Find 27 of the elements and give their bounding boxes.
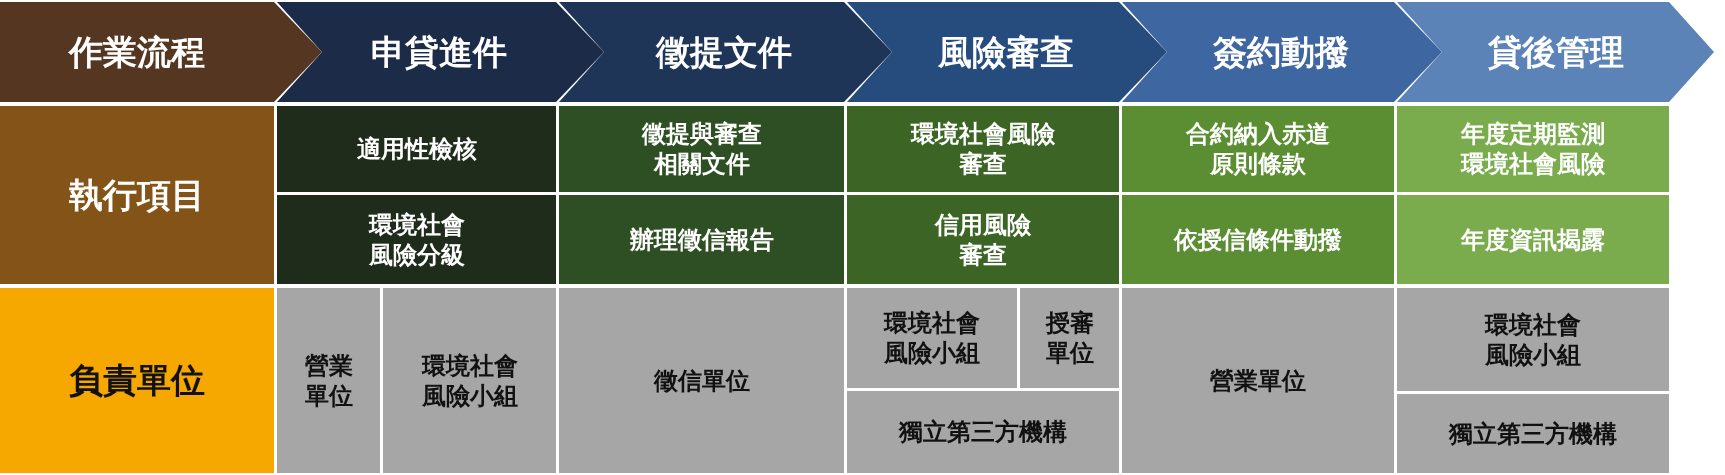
chevron-arrow (274, 2, 322, 102)
table-cell: 環境社會風險小組 (847, 288, 1017, 388)
chevron-arrow (1119, 2, 1167, 102)
table-cell: 授審單位 (1020, 288, 1119, 388)
table-cell: 信用風險審查 (847, 195, 1119, 284)
table-cell: 辦理徵信報告 (559, 195, 844, 284)
row-header-cell: 負責單位 (0, 288, 274, 473)
table-cell: 適用性檢核 (277, 106, 556, 192)
chevron-arrow (1394, 2, 1442, 102)
table-cell: 環境社會風險小組 (383, 288, 556, 473)
table-cell: 營業單位 (277, 288, 380, 473)
table-cell: 營業單位 (1122, 288, 1394, 473)
table-cell: 徵信單位 (559, 288, 844, 473)
table-cell: 獨立第三方機構 (1397, 394, 1669, 473)
table-cell: 環境社會風險審查 (847, 106, 1119, 192)
table-cell: 年度資訊揭露 (1397, 195, 1669, 284)
table-cell: 年度定期監測環境社會風險 (1397, 106, 1669, 192)
chevron-arrow (844, 2, 892, 102)
chevron-arrow (1669, 2, 1714, 102)
table-cell: 環境社會風險分級 (277, 195, 556, 284)
table-cell: 環境社會風險小組 (1397, 288, 1669, 391)
table-cell: 合約納入赤道原則條款 (1122, 106, 1394, 192)
table-cell: 依授信條件動撥 (1122, 195, 1394, 284)
table-cell: 獨立第三方機構 (847, 391, 1119, 473)
table-cell: 徵提與審查相關文件 (559, 106, 844, 192)
chevron-arrow (556, 2, 604, 102)
row-header-cell: 執行項目 (0, 106, 274, 284)
